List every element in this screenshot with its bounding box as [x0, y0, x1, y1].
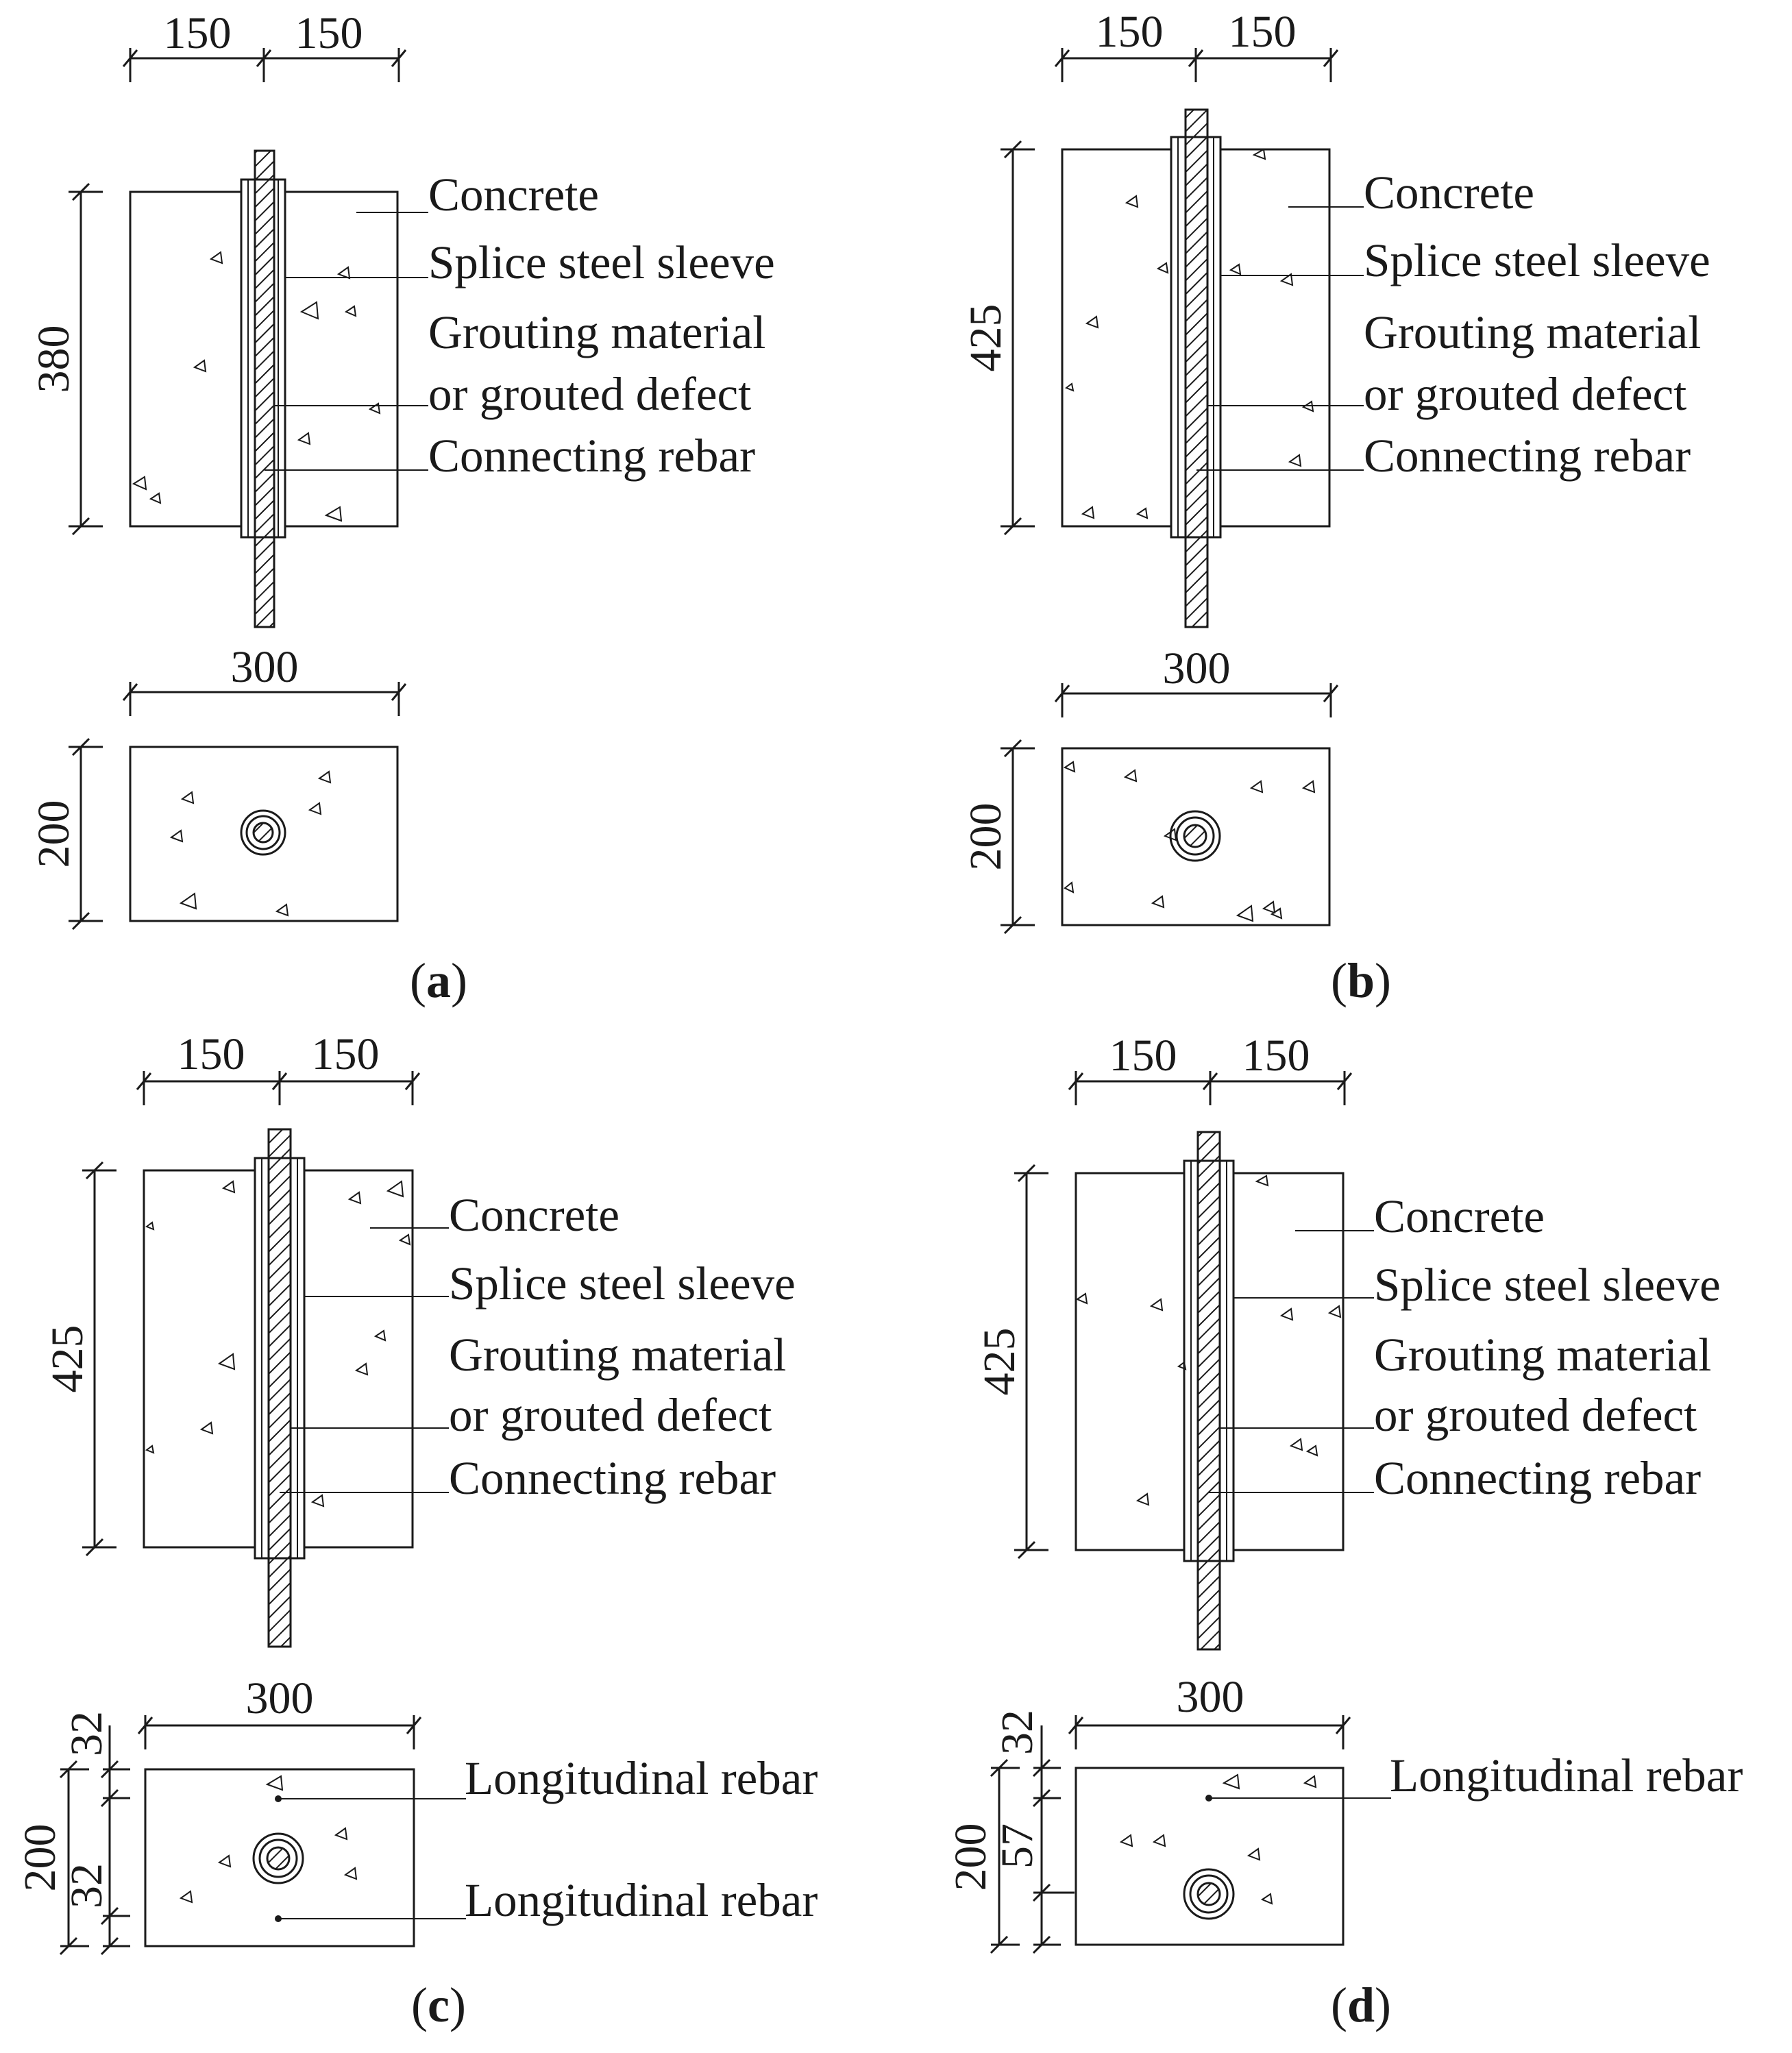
dimension-bottom-width [122, 682, 407, 716]
connecting-rebar [1196, 1131, 1221, 1651]
plan-sleeve [240, 809, 286, 856]
dim-bottom-height: 200 [15, 1824, 65, 1892]
dim-top-right: 150 [1242, 1031, 1310, 1081]
dimension-bottom-height [59, 1725, 130, 1956]
label-grouting-2: or grouted defect [1364, 368, 1686, 420]
dim-height: 425 [42, 1325, 93, 1393]
panel-d: 150 150 425 [946, 1031, 1743, 2032]
dimension-bottom-width [1068, 1715, 1351, 1749]
caption-c: (c) [411, 1978, 466, 2032]
dim-bottom-width: 300 [246, 1673, 314, 1723]
dimension-height [82, 1161, 116, 1557]
dim-bottom-height: 200 [946, 1823, 996, 1891]
label-connecting-rebar: Connecting rebar [1374, 1452, 1701, 1504]
label-connecting-rebar: Connecting rebar [428, 430, 755, 482]
connecting-rebar [254, 149, 275, 628]
caption-d: (d) [1331, 1978, 1391, 2032]
plan-aggregate-marks [1119, 1773, 1317, 1905]
label-connecting-rebar: Connecting rebar [1364, 430, 1691, 482]
label-concrete: Concrete [1364, 167, 1534, 219]
label-longitudinal-rebar-bottom: Longitudinal rebar [465, 1874, 818, 1926]
dim-cover-top: 32 [992, 1710, 1042, 1755]
dim-cover-side: 57 [992, 1823, 1042, 1869]
bottom-leader-lines [278, 1798, 466, 1919]
label-splice-sleeve: Splice steel sleeve [428, 236, 775, 288]
dimension-height [69, 182, 103, 536]
panel-a: 150 150 380 [29, 8, 775, 1008]
dimension-bottom-height [69, 737, 103, 931]
dimension-top [122, 48, 407, 82]
dim-height: 425 [961, 304, 1011, 372]
dimension-bottom-width [137, 1715, 422, 1749]
label-longitudinal-rebar: Longitudinal rebar [1390, 1749, 1743, 1802]
dim-bottom-height: 200 [29, 800, 79, 868]
dimension-top [1068, 1071, 1353, 1105]
plan-sleeve [1169, 810, 1221, 862]
plan-aggregate-marks [169, 770, 332, 917]
caption-a: (a) [410, 953, 467, 1008]
label-concrete: Concrete [428, 169, 599, 221]
dim-bottom-width: 300 [1163, 643, 1231, 693]
label-longitudinal-rebar-top: Longitudinal rebar [465, 1752, 818, 1804]
plan-sleeve [1183, 1868, 1235, 1920]
dim-top-right: 150 [312, 1029, 380, 1079]
label-splice-sleeve: Splice steel sleeve [449, 1257, 796, 1310]
plan-aggregate-marks [1063, 761, 1316, 922]
leader-lines [1196, 206, 1364, 471]
dim-bottom-width: 300 [1177, 1672, 1244, 1722]
dimension-bottom-width [1054, 683, 1339, 717]
aggregate-marks [145, 1180, 411, 1508]
dim-bottom-height: 200 [961, 803, 1011, 871]
leader-lines [265, 212, 428, 471]
dimension-top [1054, 48, 1339, 82]
label-grouting-1: Grouting material [1374, 1329, 1711, 1381]
dim-cover-bottom: 32 [62, 1863, 112, 1908]
dim-top-left: 150 [1096, 7, 1164, 57]
label-grouting-1: Grouting material [1364, 306, 1701, 358]
connecting-rebar [1184, 108, 1209, 628]
dimension-bottom-height [990, 1725, 1075, 1954]
dim-top-right: 150 [295, 8, 363, 58]
aggregate-marks [132, 251, 381, 522]
label-concrete: Concrete [449, 1189, 619, 1241]
leader-lines [1209, 1230, 1374, 1493]
label-splice-sleeve: Splice steel sleeve [1374, 1259, 1721, 1311]
panel-b: 150 150 425 [961, 7, 1710, 1008]
plan-aggregate-marks [179, 1775, 358, 1904]
leader-lines [280, 1227, 449, 1493]
label-grouting-2: or grouted defect [1374, 1389, 1697, 1441]
label-grouting-1: Grouting material [449, 1329, 786, 1381]
caption-b: (b) [1331, 953, 1391, 1008]
panel-c: 150 150 425 [15, 1029, 818, 2032]
dimension-height [1001, 140, 1035, 536]
label-concrete: Concrete [1374, 1190, 1545, 1242]
dim-height: 380 [29, 325, 79, 393]
plan-sleeve [252, 1832, 304, 1884]
dimension-bottom-height [1001, 739, 1035, 935]
dim-top-left: 150 [177, 1029, 245, 1079]
aggregate-marks [1064, 148, 1314, 519]
aggregate-marks [1075, 1175, 1342, 1506]
connecting-rebar [267, 1128, 292, 1648]
dim-top-left: 150 [164, 8, 232, 58]
dim-height: 425 [974, 1328, 1024, 1396]
label-grouting-2: or grouted defect [428, 368, 751, 420]
dimension-top [136, 1071, 421, 1105]
dimension-height [1014, 1164, 1048, 1560]
dim-bottom-width: 300 [231, 642, 299, 692]
label-splice-sleeve: Splice steel sleeve [1364, 234, 1710, 286]
label-grouting-2: or grouted defect [449, 1389, 772, 1441]
label-connecting-rebar: Connecting rebar [449, 1452, 776, 1504]
dim-top-left: 150 [1109, 1031, 1177, 1081]
dim-top-right: 150 [1229, 7, 1297, 57]
label-grouting-1: Grouting material [428, 306, 765, 358]
dim-cover-top: 32 [62, 1711, 112, 1756]
